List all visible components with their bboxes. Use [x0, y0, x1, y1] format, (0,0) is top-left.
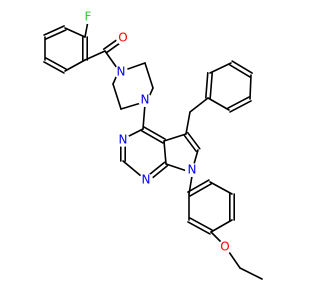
bond-piperazine-pyrimidine	[142, 103, 146, 130]
bond-pyrrole-top	[163, 133, 187, 142]
bond-pyrimidine-top-right-a	[143, 126, 166, 140]
atom-n-pyrimidine-left-label: N	[119, 133, 128, 147]
atom-n-piperazine-bottom: N	[138, 93, 152, 107]
bond-ethoxyphenyl-top-left-b	[187, 179, 210, 193]
atom-o-ether-label: O	[220, 240, 229, 254]
bond-phenyl-right	[249, 74, 252, 100]
bond-phenyl-bottom-right-b	[229, 100, 252, 113]
bond-phenyl-left-a	[209, 72, 213, 99]
bond-piperazine-bottom-left	[120, 102, 142, 110]
atom-n-pyrimidine-left: N	[116, 133, 130, 147]
bond-phenyl-top-left	[209, 62, 232, 74]
bond-fluorophenyl-top-left-b	[43, 25, 65, 36]
atom-n-piperazine-top: N	[114, 65, 128, 79]
atom-n-pyrrole: N	[185, 163, 199, 177]
atom-o-carbonyl-label: O	[118, 31, 127, 45]
bond-pyrrole-phenyl	[185, 111, 191, 135]
bond-pyrimidine-right	[163, 140, 167, 165]
bond-piperazine-left	[112, 83, 122, 110]
bond-pyrimidine-bottom-right-a	[150, 164, 169, 180]
bond-pyrimidine-top-right-b	[141, 130, 164, 144]
bond-pyrimidine-bottom-right-b	[147, 161, 166, 177]
bond-ethoxyphenyl-top-left-a	[189, 183, 212, 197]
bond-fluorophenyl-bottom-b	[43, 61, 65, 74]
bond-phenyl-bottom	[207, 97, 230, 111]
bond-pyrrole-right-down	[193, 149, 199, 165]
atom-labels: O F N N N N N O	[81, 10, 232, 254]
bond-fluorophenyl-right-lower	[64, 59, 86, 72]
bond-ethyl-terminal	[239, 267, 263, 280]
atom-n-piperazine-top-label: N	[117, 65, 126, 79]
bond-fluorophenyl-top	[64, 27, 86, 38]
bond-pyrrole-right-a	[183, 134, 198, 153]
bond-piperazine-top-right	[124, 62, 146, 71]
atom-n-pyrimidine-bottom-label: N	[142, 173, 151, 187]
bond-ethoxyphenyl-top-right	[209, 181, 233, 195]
bond-carbonyl-nitrogen	[104, 50, 118, 69]
atom-o-carbonyl: O	[116, 31, 130, 45]
bond-phenyl-bottom-right-a	[227, 96, 250, 109]
bond-pyrrole-bottom	[165, 163, 188, 172]
atom-o-ether: O	[218, 240, 232, 254]
atom-n-pyrrole-label: N	[188, 163, 197, 177]
atom-f-fluorine: F	[81, 10, 95, 24]
bond-ethoxyphenyl-bottom-left-a	[189, 217, 213, 231]
bond-fluorophenyl-top-left-a	[45, 29, 67, 40]
atom-n-piperazine-bottom-label: N	[141, 93, 150, 107]
bond-ether-ethyl	[228, 251, 241, 269]
bond-aryl-carbonyl	[84, 50, 106, 61]
bond-carbonyl-oxygen-a	[105, 41, 122, 54]
bond-phenyl-left-b	[205, 72, 209, 99]
atom-f-fluorine-label: F	[85, 10, 92, 24]
molecule-structure: O F N N N N N O	[43, 10, 263, 280]
atom-n-pyrimidine-bottom: N	[139, 173, 153, 187]
bond-pyrimidine-bottom-left	[122, 160, 142, 177]
bond-lines	[43, 20, 263, 280]
bond-pyrrole-right-b	[186, 131, 201, 150]
bond-ethoxyphenyl-bottom-right	[210, 219, 233, 233]
bond-piperazine-right	[144, 62, 154, 89]
bond-ether-aryl	[210, 231, 222, 243]
bond-fluorophenyl-bottom-a	[45, 57, 67, 70]
bond-carbonyl-oxygen-b	[102, 38, 119, 51]
bond-phenyl-top-right-b	[231, 60, 253, 74]
bond-phenyl-bottom-left	[189, 97, 209, 113]
bond-ethoxyphenyl-bottom-left-b	[187, 221, 211, 235]
bond-phenyl-top-right-a	[229, 64, 251, 78]
bond-pyrimidine-top-left	[126, 128, 144, 138]
